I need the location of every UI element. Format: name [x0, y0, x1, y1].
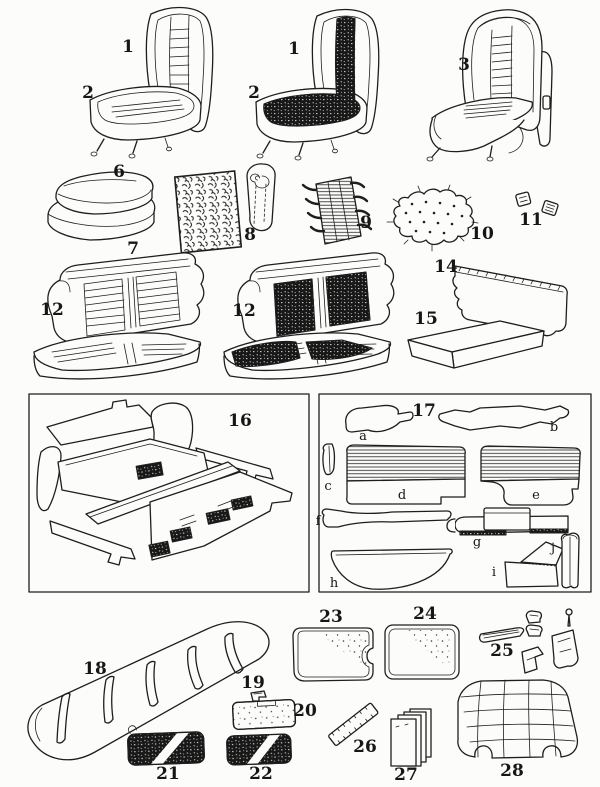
label-hood-lining: 28: [500, 761, 524, 781]
label-visor-right: 22: [249, 764, 273, 784]
rear-screen-plain: [384, 624, 460, 680]
label-seat-mid-cushion: 2: [248, 83, 260, 103]
rear-screen-notched: [292, 627, 374, 682]
trim-panels-frame: [318, 393, 592, 593]
sun-visor-single: [231, 699, 297, 730]
front-seat-dark-trim: [255, 8, 380, 161]
label-trim-c: c: [324, 479, 331, 494]
label-squab: 14: [434, 257, 458, 277]
recliner-cushion-ribs: [463, 101, 513, 119]
foam-cushion-pair: [47, 171, 156, 241]
wadding-and-roll: [173, 163, 276, 254]
bench-seat-dark-trim: [223, 252, 395, 380]
sun-visor-dark-left: [127, 725, 205, 766]
label-trim-i: i: [492, 565, 496, 580]
diaphragm-hooks: [386, 184, 479, 252]
label-rail: 26: [353, 737, 377, 757]
label-webbing: 9: [360, 213, 372, 233]
finisher-rail: [328, 702, 379, 746]
label-seat-left-cushion: 2: [82, 83, 94, 103]
bench-back-ribs-right: [136, 278, 180, 320]
hood-lining-grid: [457, 679, 579, 759]
headlining-bows: [56, 632, 244, 744]
rail-ticks: [331, 706, 374, 744]
label-visor-single: 20: [293, 701, 317, 721]
label-trim-f: f: [316, 514, 322, 529]
cushion-ribs: [111, 99, 185, 118]
label-bench-left: 12: [40, 300, 64, 320]
grid-lines: [460, 679, 576, 759]
label-seat-recliner: 3: [458, 55, 470, 75]
label-trim-b: b: [550, 420, 558, 435]
label-trim-d: d: [398, 488, 406, 503]
label-screen-plain: 24: [413, 604, 437, 624]
label-visor-left: 21: [156, 764, 180, 784]
rear-squab-board: [452, 265, 568, 337]
fittings-set: [479, 608, 579, 674]
label-trim-a: a: [359, 429, 367, 444]
seat-diaphragm: [386, 184, 479, 252]
label-bench-cushion: 15: [414, 309, 438, 329]
label-seat-mid-back: 1: [288, 39, 300, 59]
diaphragm-dots: [404, 200, 464, 235]
label-cushion-bottom: 7: [127, 239, 139, 259]
sun-visor-dark-right: [226, 733, 292, 766]
seat-webbing: [301, 176, 373, 245]
label-diaphragm: 10: [470, 224, 494, 244]
label-panels: 27: [394, 765, 418, 785]
webbing-hooks: [301, 181, 373, 233]
fixing-clips: [515, 191, 559, 216]
label-carpet-set: 16: [228, 411, 252, 431]
bench-back-ribs-left: [84, 285, 126, 327]
carpet-heel-pads: [135, 461, 254, 558]
bench-seat-standard: [33, 252, 205, 380]
label-trim-g: g: [473, 535, 481, 550]
label-screen-notched: 23: [319, 607, 343, 627]
label-wadding: 8: [244, 225, 256, 245]
label-cushion-top: 6: [113, 162, 125, 182]
headlining: [27, 621, 270, 761]
label-bench-mid: 12: [232, 301, 256, 321]
backrest-ribs: [169, 28, 190, 95]
label-seat-left-back: 1: [122, 37, 134, 57]
label-trim-h: h: [330, 576, 339, 591]
front-seat-standard: [89, 6, 214, 159]
bench-cushion-ribs: [51, 342, 187, 365]
carpet-set-frame: [28, 393, 310, 593]
trim-panel-box: [318, 393, 592, 593]
recliner-seat: [426, 9, 553, 162]
label-trim-e: e: [532, 488, 540, 503]
squab-hatch: [458, 266, 561, 291]
carpet-set-box: [28, 393, 310, 593]
label-fittings: 25: [490, 641, 514, 661]
label-trim-set: 17: [412, 401, 436, 421]
label-trim-j: j: [549, 541, 555, 556]
label-visor-clip: 19: [241, 673, 265, 693]
label-clips: 11: [519, 210, 543, 230]
panel-stack: [390, 708, 432, 767]
rear-bench-cushion: [407, 320, 545, 369]
label-headlining: 18: [83, 659, 107, 679]
